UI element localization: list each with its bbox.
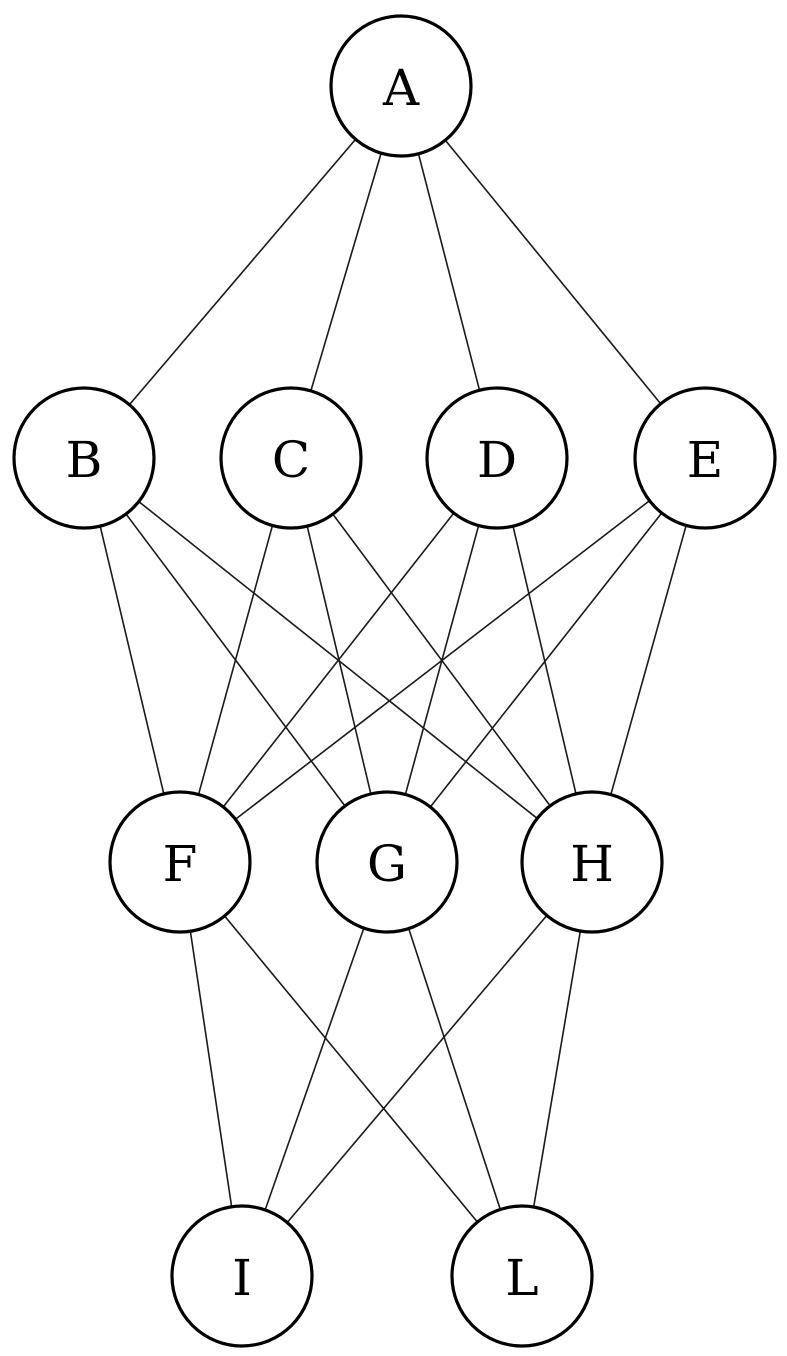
edge-g-i bbox=[241, 861, 388, 1277]
node-b: B bbox=[12, 386, 156, 530]
edge-g-l bbox=[386, 861, 523, 1277]
node-circle bbox=[170, 1204, 314, 1348]
node-label: A bbox=[382, 59, 420, 117]
node-a: A bbox=[329, 14, 473, 158]
node-f: F bbox=[108, 790, 252, 934]
node-d: D bbox=[425, 386, 569, 530]
node-circle bbox=[633, 386, 777, 530]
edge-e-g bbox=[386, 457, 706, 863]
edge-d-f bbox=[179, 457, 498, 863]
node-circle bbox=[219, 386, 363, 530]
node-circle bbox=[520, 790, 664, 934]
node-h: H bbox=[520, 790, 664, 934]
node-circle bbox=[315, 790, 459, 934]
node-label: B bbox=[66, 431, 103, 489]
edge-f-l bbox=[179, 861, 523, 1277]
node-label: H bbox=[570, 835, 614, 893]
node-circle bbox=[425, 386, 569, 530]
node-label: D bbox=[477, 431, 517, 489]
node-e: E bbox=[633, 386, 777, 530]
node-circle bbox=[329, 14, 473, 158]
node-circle bbox=[12, 386, 156, 530]
edge-a-e bbox=[400, 85, 706, 459]
nodes-layer: A B C D E F G H I L bbox=[12, 14, 777, 1348]
node-label: L bbox=[505, 1249, 538, 1307]
node-g: G bbox=[315, 790, 459, 934]
node-i: I bbox=[170, 1204, 314, 1348]
node-c: C bbox=[219, 386, 363, 530]
node-label: C bbox=[272, 431, 310, 489]
edge-a-b bbox=[83, 85, 402, 459]
edge-e-f bbox=[179, 457, 706, 863]
edge-h-i bbox=[241, 861, 593, 1277]
node-label: F bbox=[163, 835, 198, 893]
node-circle bbox=[108, 790, 252, 934]
node-label: I bbox=[232, 1249, 252, 1307]
node-label: E bbox=[687, 431, 724, 489]
node-l: L bbox=[450, 1204, 594, 1348]
node-label: G bbox=[367, 835, 407, 893]
edges-layer bbox=[83, 85, 706, 1277]
node-circle bbox=[450, 1204, 594, 1348]
